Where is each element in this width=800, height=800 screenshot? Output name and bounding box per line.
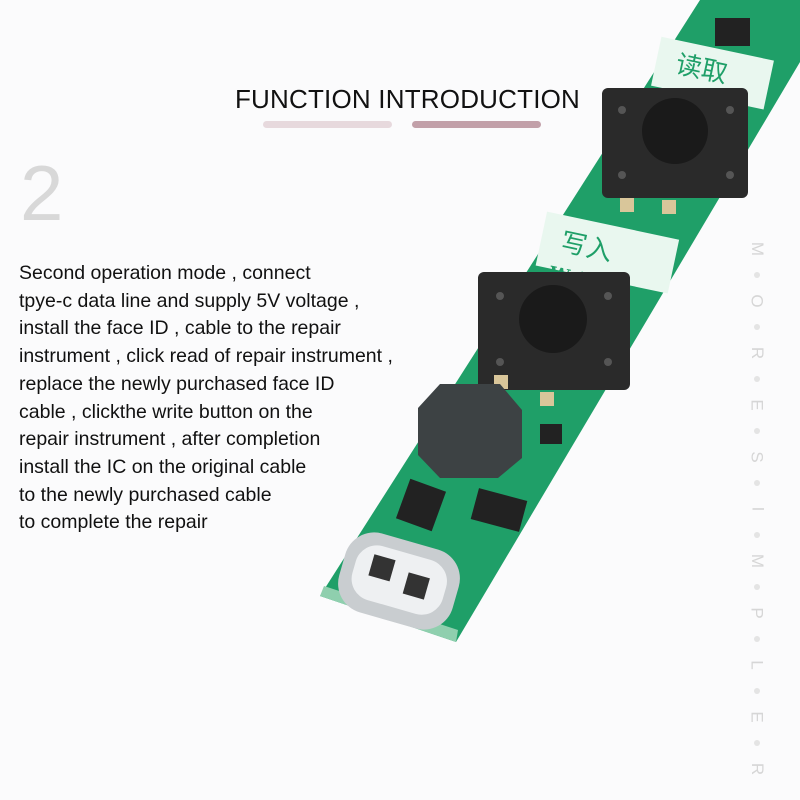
dot-icon [754,428,760,434]
page-title: FUNCTION INTRODUCTION [234,84,581,114]
watermark-letter: E [748,399,767,411]
side-watermark: M O R E S I M P L E R [745,236,769,782]
watermark-letter: P [748,607,767,619]
small-chip [540,424,562,444]
dot-icon [754,532,760,538]
description-line: cable , clickthe write button on the [19,400,313,423]
description-line: Second operation mode , connect [19,262,311,284]
dot-icon [754,688,760,694]
watermark-letter: O [747,294,767,308]
description-line: install the IC on the original cable [19,455,307,478]
dot-icon [754,272,760,278]
watermark-letter: S [748,451,767,463]
dot-icon [754,324,760,330]
watermark-letter: E [748,711,767,723]
watermark-letter: M [747,553,767,569]
title-underline-light [263,121,392,128]
top-chip [715,18,750,46]
watermark-letter: R [748,762,767,776]
inductor [418,384,522,478]
ic-chip [395,478,447,532]
dot-icon [754,376,760,382]
dot-icon [754,636,760,642]
read-button [602,88,748,214]
watermark-letter: L [748,660,767,670]
description-line: to the newly purchased cable [19,483,272,506]
description-line: repair instrument , after completion [19,428,321,451]
title-underline-dark [412,121,541,128]
transistor [470,488,528,532]
description-line: to complete the repair [19,511,208,534]
description-line: replace the newly purchased face ID [19,372,335,395]
watermark-letter: I [747,506,767,512]
watermark-letter: M [747,241,767,257]
usb-c-port [338,532,460,630]
dot-icon [754,740,760,746]
description-line: instrument , click read of repair instru… [19,345,393,368]
description-line: tpye-c data line and supply 5V voltage , [19,289,360,312]
description-line: install the face ID , cable to the repai… [19,317,341,340]
step-number: 2 [20,149,64,237]
watermark-letter: R [748,346,767,360]
dot-icon [754,480,760,486]
dot-icon [754,584,760,590]
description: Second operation mode , connect tpye-c d… [19,260,479,537]
